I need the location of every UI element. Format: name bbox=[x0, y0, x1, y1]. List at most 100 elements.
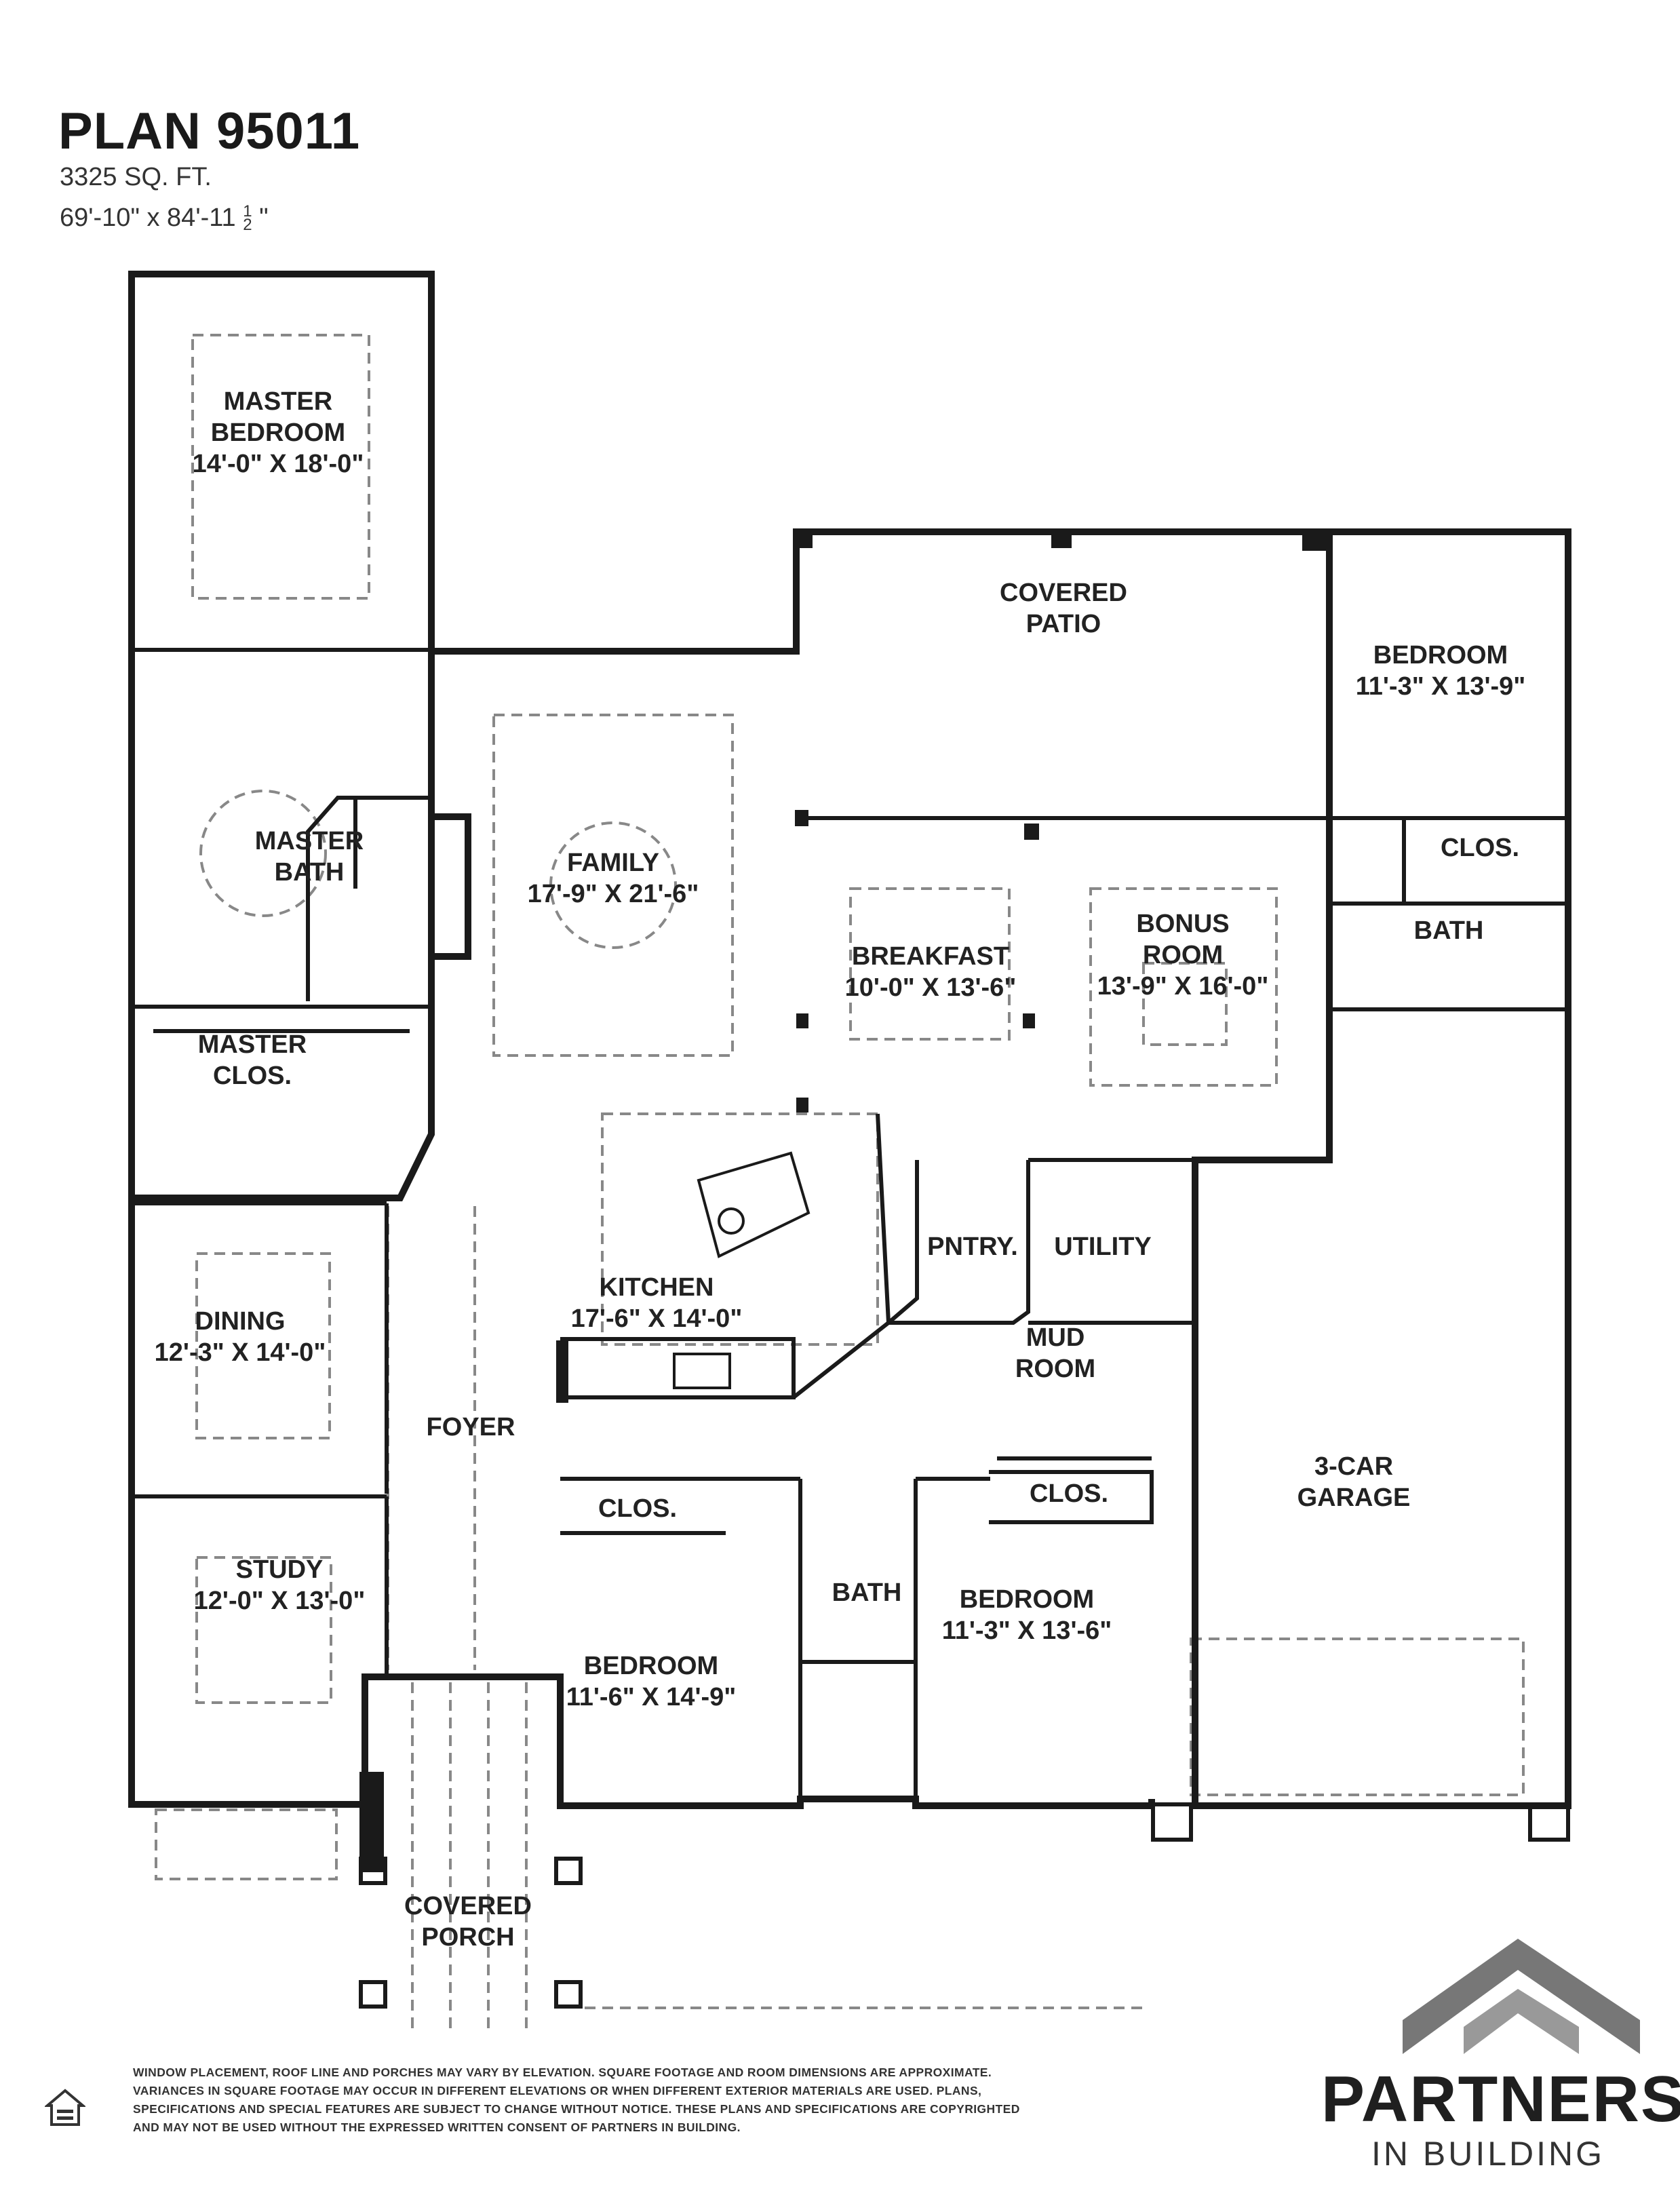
breakfast-column-w bbox=[796, 1013, 808, 1028]
room-label-line: MUD bbox=[1026, 1323, 1085, 1352]
plan-dimensions-end: " bbox=[252, 204, 269, 232]
utility-wall bbox=[1028, 1158, 1197, 1325]
room-label-pantry: PNTRY. bbox=[927, 1233, 1018, 1261]
room-label-line: KITCHEN bbox=[600, 1273, 714, 1302]
room-label-line: MASTER bbox=[224, 387, 332, 416]
porch-post-3 bbox=[359, 1980, 387, 2009]
patio-column-sw bbox=[795, 810, 808, 826]
room-label-line: MASTER bbox=[198, 1030, 307, 1059]
shower-wall bbox=[306, 796, 431, 1001]
roof-chevron-icon bbox=[1403, 1939, 1640, 2054]
room-label-line: 10'-0" X 13'-6" bbox=[845, 973, 1017, 1002]
room-label-line: GARAGE bbox=[1297, 1484, 1411, 1512]
room-label-line: PATIO bbox=[1026, 610, 1101, 638]
master-wing-east bbox=[132, 651, 435, 1201]
foyer-pier-1 bbox=[556, 1340, 568, 1403]
room-label-line: CLOS. bbox=[1030, 1479, 1108, 1508]
kitchen-counter bbox=[560, 1337, 796, 1399]
room-label-bath-mid: BATH bbox=[832, 1578, 902, 1607]
kitchen-island-outline bbox=[697, 1151, 810, 1258]
room-label-line: 12'-3" X 14'-0" bbox=[155, 1338, 326, 1367]
room-label-line: 17'-6" X 14'-0" bbox=[571, 1304, 743, 1333]
disclaimer-line: SPECIFICATIONS AND SPECIAL FEATURES ARE … bbox=[133, 2102, 1020, 2116]
room-label-line: PNTRY. bbox=[927, 1233, 1018, 1261]
room-label-covered-patio: COVERED PATIO bbox=[1000, 579, 1127, 638]
room-label-line: COVERED bbox=[1000, 579, 1127, 607]
room-label-line: FOYER bbox=[427, 1413, 515, 1441]
brand-name: PARTNERS bbox=[1321, 2063, 1680, 2135]
room-label-line: BEDROOM bbox=[1373, 641, 1508, 670]
room-label-closet-ne: CLOS. bbox=[1441, 834, 1519, 862]
equal-housing-icon bbox=[45, 2089, 85, 2126]
room-label-line: BONUS bbox=[1136, 910, 1229, 938]
family-ceiling bbox=[492, 714, 734, 1057]
garage-door-area bbox=[1190, 1638, 1525, 1796]
room-label-line: 17'-9" X 21'-6" bbox=[528, 880, 699, 908]
room-label-line: BEDROOM bbox=[960, 1585, 1094, 1614]
patio-column-n bbox=[1051, 530, 1072, 548]
plan-square-footage: 3325 SQ. FT. bbox=[60, 163, 212, 191]
room-label-line: COVERED bbox=[404, 1892, 532, 1920]
room-label-line: ROOM bbox=[1015, 1355, 1095, 1383]
room-label-master-bedroom: MASTER BEDROOM 14'-0" X 18'-0" bbox=[193, 387, 364, 478]
disclaimer-line: AND MAY NOT BE USED WITHOUT THE EXPRESSE… bbox=[133, 2120, 741, 2134]
room-label-line: BATH bbox=[275, 858, 345, 887]
porch-pier-west bbox=[359, 1772, 384, 1872]
disclaimer-line: WINDOW PLACEMENT, ROOF LINE AND PORCHES … bbox=[133, 2066, 992, 2079]
patio-column-ne bbox=[1302, 530, 1329, 551]
room-labels: MASTER BEDROOM 14'-0" X 18'-0" COVERED PATIO… bbox=[155, 387, 1526, 1952]
room-label-line: PORCH bbox=[421, 1923, 514, 1952]
room-label-mud-room: MUD ROOM bbox=[1015, 1323, 1095, 1383]
brand-tagline: IN BUILDING bbox=[1371, 2135, 1605, 2173]
disclaimer-line: VARIANCES IN SQUARE FOOTAGE MAY OCCUR IN… bbox=[133, 2084, 982, 2097]
patio-column-s bbox=[1024, 824, 1039, 840]
bonus-ceiling bbox=[1089, 887, 1278, 1087]
room-label-line: STUDY bbox=[236, 1555, 324, 1584]
plan-title: PLAN 95011 bbox=[58, 102, 361, 160]
cooktop-icon bbox=[673, 1353, 731, 1389]
room-label-line: BREAKFAST bbox=[852, 942, 1009, 971]
room-label-line: 11'-3" X 13'-6" bbox=[942, 1616, 1112, 1645]
room-label-line: BEDROOM bbox=[211, 419, 345, 447]
family-west bbox=[431, 813, 471, 960]
master-bedroom-ceiling bbox=[191, 334, 370, 600]
room-label-line: 14'-0" X 18'-0" bbox=[193, 450, 364, 478]
family-ceiling-medallion bbox=[549, 821, 677, 949]
fraction-numerator: 1 bbox=[243, 202, 252, 220]
interior-walls bbox=[132, 530, 1568, 1806]
room-label-foyer: FOYER bbox=[427, 1413, 515, 1441]
garage-post-e bbox=[1528, 1802, 1570, 1842]
breakfast-column-e bbox=[1023, 1013, 1035, 1028]
kitchen-counter-angle bbox=[792, 1113, 891, 1399]
closet-se-wall bbox=[989, 1470, 1154, 1524]
plan-dimensions-main: 69'-10" x 84'-11 bbox=[60, 204, 236, 232]
room-label-line: 11'-3" X 13'-9" bbox=[1356, 672, 1526, 701]
room-label-line: DINING bbox=[195, 1307, 286, 1336]
room-label-line: UTILITY bbox=[1054, 1233, 1152, 1261]
room-label-line: BEDROOM bbox=[584, 1652, 718, 1680]
room-label-study: STUDY 12'-0" X 13'-0" bbox=[194, 1555, 366, 1615]
bath-tub-circle bbox=[199, 790, 327, 917]
bonus-inner-ceiling bbox=[1142, 962, 1228, 1046]
columns bbox=[359, 530, 1329, 1872]
fraction-denominator: 2 bbox=[243, 216, 252, 234]
kitchen-ceiling bbox=[601, 1112, 879, 1346]
disclaimer-text: WINDOW PLACEMENT, ROOF LINE AND PORCHES … bbox=[133, 2064, 1286, 2137]
room-label-line: 12'-0" X 13'-0" bbox=[194, 1587, 366, 1615]
room-label-line: CLOS. bbox=[598, 1494, 677, 1523]
room-label-covered-porch: COVERED PORCH bbox=[404, 1892, 532, 1952]
pantry-wall bbox=[882, 1160, 1030, 1325]
kitchen-column bbox=[796, 1098, 808, 1112]
room-label-line: CLOS. bbox=[213, 1062, 292, 1090]
porch-steps bbox=[155, 1808, 338, 1880]
room-label-closet-se: CLOS. bbox=[1030, 1479, 1108, 1508]
room-label-utility: UTILITY bbox=[1054, 1233, 1152, 1261]
